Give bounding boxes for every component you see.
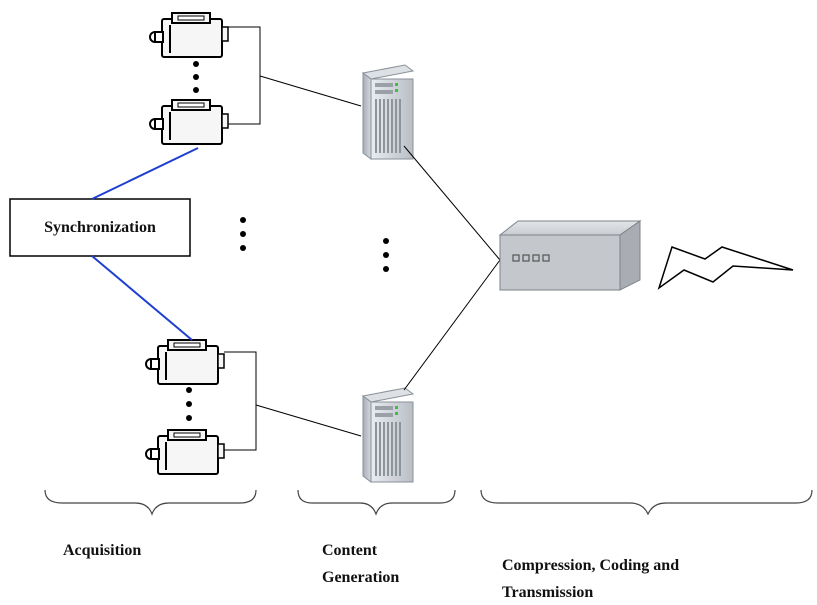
camera-group-top	[149, 12, 261, 145]
sync-link-bottom	[91, 255, 193, 341]
link-server-bottom-to-encoder	[403, 259, 501, 391]
vertical-ellipsis-icon	[186, 387, 192, 421]
vertical-ellipsis-icon	[193, 61, 199, 93]
compression-label-line1: Compression, Coding and	[502, 557, 679, 574]
server-icon	[362, 387, 414, 483]
camera-group-bottom	[145, 339, 257, 475]
camera-icon	[145, 339, 225, 385]
camera-icon	[149, 12, 229, 58]
acquisition-brace	[44, 489, 257, 516]
synchronization-label: Synchronization	[44, 219, 156, 236]
acquisition-label: Acquisition	[63, 542, 141, 559]
link-server-top-to-encoder	[403, 145, 501, 261]
content-generation-brace	[297, 489, 456, 516]
vertical-ellipsis-icon	[383, 238, 389, 272]
compression-label-line2: Transmission	[502, 584, 593, 601]
camera-icon	[149, 99, 229, 145]
encoder-icon	[498, 220, 642, 291]
camera-icon	[145, 429, 225, 475]
content-generation-label-line1: Content	[322, 542, 378, 559]
compression-brace	[480, 489, 813, 516]
link-cameras-top-to-server	[259, 75, 362, 107]
vertical-ellipsis-icon	[240, 217, 246, 251]
synchronization-box: Synchronization	[9, 198, 191, 257]
content-generation-label-line2: Generation	[322, 569, 399, 586]
wireless-signal-icon	[657, 246, 794, 290]
server-icon	[362, 64, 414, 160]
sync-link-top	[91, 147, 199, 200]
link-cameras-bottom-to-server	[255, 404, 362, 437]
